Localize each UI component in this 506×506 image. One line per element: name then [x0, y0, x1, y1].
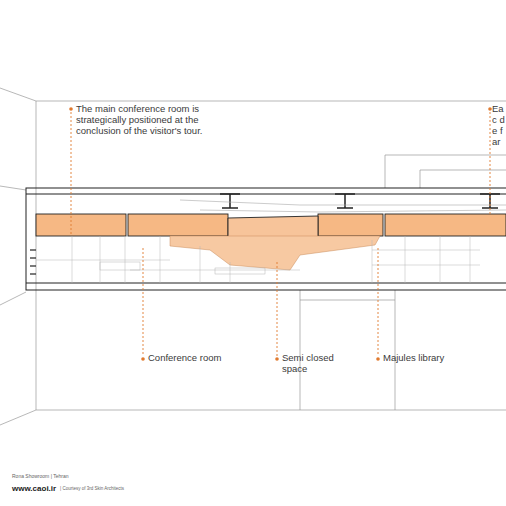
- project-name: Rona Showroom | Tehran: [12, 474, 132, 480]
- callout-note: The main conference room is strategicall…: [76, 104, 246, 137]
- credit: | Courtesy of 3rd Skin Architects: [60, 486, 200, 491]
- area-label: Majules library: [383, 353, 473, 364]
- callout-note: Eac de far: [492, 104, 506, 148]
- area-label: Conference room: [148, 353, 238, 364]
- area-label: Semi closed space: [282, 353, 338, 375]
